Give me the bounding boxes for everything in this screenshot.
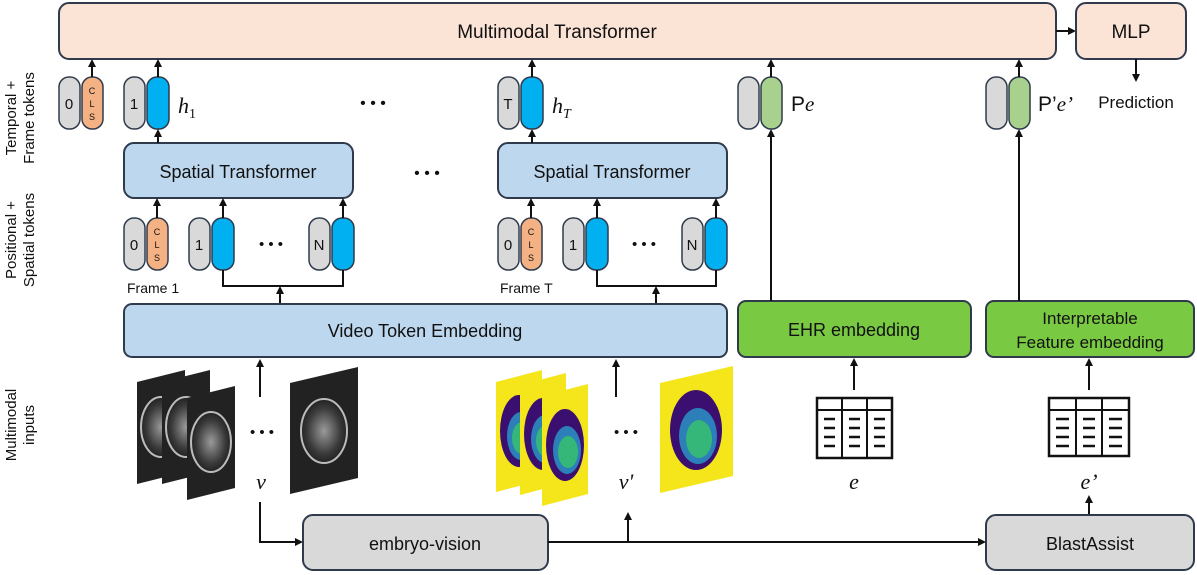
blastassist-label: BlastAssist <box>1046 534 1134 554</box>
cls-c: C <box>528 227 535 237</box>
ellipsis-top: • • • <box>360 95 386 112</box>
ehr-token-green <box>760 76 783 130</box>
spatial-arrows-t <box>527 198 720 304</box>
spatial-tokens-frame-1: 0 C L S 1 • • • N Frame 1 <box>123 198 355 304</box>
spatial-arrows-1 <box>153 198 347 304</box>
side-label-inputs: Multimodal inputs <box>3 389 38 462</box>
frame-token-h1 <box>146 76 170 130</box>
frame-1-label: Frame 1 <box>127 280 179 296</box>
ehr-embedding-block <box>737 300 972 358</box>
cls-s: S <box>154 253 160 263</box>
frame-token-ht <box>520 76 544 130</box>
ellipsis-spatial-t: • • • <box>632 236 656 253</box>
mlp-label: MLP <box>1111 22 1150 43</box>
cls-l: L <box>89 99 94 109</box>
token-0 <box>58 76 81 130</box>
side-label-temporal: Temporal + Frame tokens <box>3 72 38 164</box>
ellipsis-spatial-1: • • • <box>259 236 283 253</box>
multimodal-transformer-label: Multimodal Transformer <box>457 22 657 43</box>
embryo-images: • • • <box>137 367 358 500</box>
spatial-transformer-1 <box>123 142 354 199</box>
top-token-arrows <box>88 59 1023 77</box>
spatial-token-blue-n-t <box>704 217 728 271</box>
ehr-embedding-label: EHR embedding <box>788 320 920 340</box>
blastassist-block <box>985 514 1195 571</box>
feature-embedding-label-2: Feature embedding <box>1016 333 1163 352</box>
svg-text:Frame tokens: Frame tokens <box>21 72 38 164</box>
spatial-token-n-t-label: N <box>687 237 698 254</box>
embryo-vision-label: embryo-vision <box>369 534 481 554</box>
symbol-h1: h1 <box>178 93 196 122</box>
spatial-token-n-label: N <box>314 237 325 254</box>
svg-text:Temporal +: Temporal + <box>3 80 20 155</box>
svg-text:Multimodal: Multimodal <box>3 389 20 462</box>
side-label-positional: Positional + Spatial tokens <box>3 193 38 287</box>
cls-l: L <box>528 240 533 250</box>
video-token-embedding-block <box>123 303 728 358</box>
spatial-token-n-t <box>681 217 704 271</box>
cls-s: S <box>528 253 534 263</box>
symbol-pe: Pe <box>791 92 814 116</box>
feature-embedding-block <box>985 300 1195 358</box>
cls-c: C <box>89 86 96 96</box>
spatial-token-0-t-label: 0 <box>504 237 512 254</box>
mask-images: • • • <box>496 366 733 506</box>
feature-token-green <box>1008 76 1031 130</box>
token-1-label: 1 <box>130 96 138 113</box>
frame-t-label: Frame T <box>500 280 553 296</box>
cls-c: C <box>154 227 161 237</box>
spatial-token-1-t <box>562 217 585 271</box>
spatial-token-blue-n <box>331 217 355 271</box>
ellipsis-embryo: • • • <box>250 424 274 441</box>
token-t-label: T <box>503 96 512 113</box>
feature-embedding-label-1: Interpretable <box>1042 309 1137 328</box>
feature-token-gray <box>985 76 1008 130</box>
symbol-e-prime: e’ <box>1080 469 1097 494</box>
spatial-token-0-label: 0 <box>130 237 138 254</box>
mlp-block <box>1075 2 1187 60</box>
spatial-transformer-t-label: Spatial Transformer <box>533 162 690 182</box>
ehr-token-gray <box>737 76 760 130</box>
spatial-token-1 <box>188 217 211 271</box>
spatial-token-n <box>308 217 331 271</box>
spatial-token-1-t-label: 1 <box>569 237 577 254</box>
symbol-v-prime: v' <box>619 469 634 494</box>
cls-l: L <box>154 240 159 250</box>
symbol-v: v <box>256 469 266 494</box>
svg-text:inputs: inputs <box>21 405 38 445</box>
spatial-transformer-t <box>497 142 728 199</box>
prediction-label: Prediction <box>1098 93 1174 112</box>
spatial-token-blue-1-t <box>585 217 609 271</box>
spatial-token-1-label: 1 <box>195 237 203 254</box>
svg-text:Positional +: Positional + <box>3 201 20 279</box>
svg-text:Spatial tokens: Spatial tokens <box>21 193 38 287</box>
bottom-flow-arrows <box>259 502 986 546</box>
token-1 <box>123 76 146 130</box>
spatial-tokens-frame-t: 0 C L S 1 • • • N Frame T <box>497 198 728 304</box>
spatial-transformer-1-label: Spatial Transformer <box>159 162 316 182</box>
symbol-ht: hT <box>552 93 572 122</box>
ellipsis-mask: • • • <box>614 424 638 441</box>
token-0-label: 0 <box>65 96 73 113</box>
spatial-token-blue-1 <box>211 217 235 271</box>
feature-table-icon <box>1047 396 1131 458</box>
token-t <box>497 76 520 130</box>
spatial-token-0 <box>123 217 146 271</box>
cls-s: S <box>89 112 95 122</box>
symbol-e: e <box>849 469 859 494</box>
video-token-embedding-label: Video Token Embedding <box>328 321 522 341</box>
ehr-table-icon <box>815 396 894 460</box>
spatial-token-0-t <box>497 217 520 271</box>
symbol-pe-prime: P’e’ <box>1038 92 1073 116</box>
ellipsis-mid: • • • <box>414 165 440 182</box>
top-token-row: 0 C L S 1 h1 • • • T hT Pe P’e’ <box>58 76 1073 130</box>
